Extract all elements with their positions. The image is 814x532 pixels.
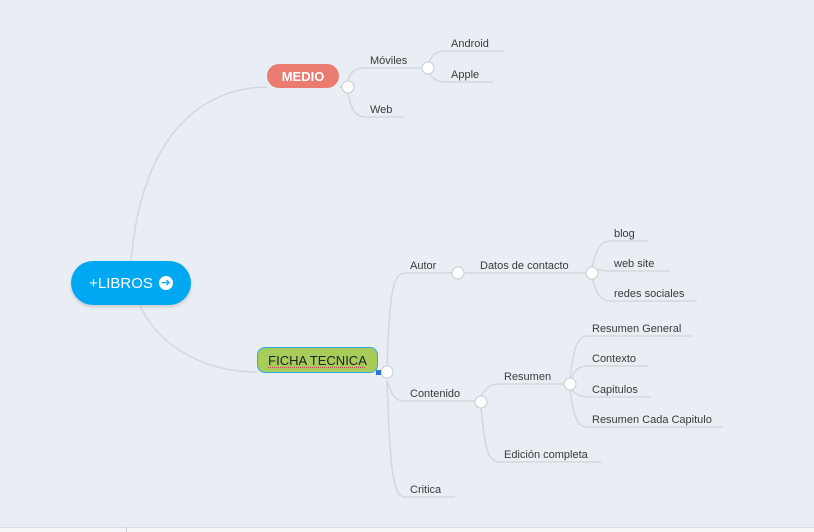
collapse-toggle-datos[interactable] xyxy=(585,266,599,280)
connector-resumen-contexto xyxy=(569,365,648,381)
root-node[interactable]: +LIBROS ➔ xyxy=(71,261,191,305)
subtopic-contexto[interactable]: Contexto xyxy=(592,353,637,365)
subtopic-critica[interactable]: Critica xyxy=(410,484,442,496)
root-label: +LIBROS xyxy=(89,274,153,292)
collapse-toggle-ficha[interactable] xyxy=(380,365,394,379)
collapse-toggle-resumen[interactable] xyxy=(563,377,577,391)
subtopic-web-site[interactable]: web site xyxy=(614,258,655,270)
collapse-toggle-moviles[interactable] xyxy=(421,61,435,75)
connector-moviles-android xyxy=(427,50,504,65)
subtopic-edicion-completa[interactable]: Edición completa xyxy=(504,449,588,461)
connector-root-ficha xyxy=(139,304,258,373)
topic-ficha-label: FICHA TECNICA xyxy=(268,352,367,368)
connector-resumen-general xyxy=(569,335,692,379)
subtopic-blog[interactable]: blog xyxy=(614,228,635,240)
connector-resumen-cada xyxy=(569,389,723,428)
subtopic-resumen-general[interactable]: Resumen General xyxy=(592,323,682,335)
subtopic-autor[interactable]: Autor xyxy=(410,260,437,272)
subtopic-contenido[interactable]: Contenido xyxy=(410,388,461,400)
subtopic-android[interactable]: Android xyxy=(451,38,489,50)
status-bar xyxy=(0,527,814,532)
topic-ficha-tecnica[interactable]: FICHA TECNICA xyxy=(257,347,378,373)
status-bar-divider xyxy=(126,527,127,532)
connector-root-medio xyxy=(130,86,268,263)
connector-medio-moviles xyxy=(347,67,412,81)
subtopic-resumen[interactable]: Resumen xyxy=(504,371,552,383)
subtopic-redes-sociales[interactable]: redes sociales xyxy=(614,288,685,300)
subtopic-capitulos[interactable]: Capitulos xyxy=(592,384,638,396)
connector-contenido-edicion xyxy=(480,407,602,463)
connector-ficha-contenido xyxy=(386,379,481,402)
topic-medio-label: MEDIO xyxy=(281,68,325,84)
subtopic-apple[interactable]: Apple xyxy=(451,69,480,81)
arrow-right-circle-icon[interactable]: ➔ xyxy=(158,276,173,290)
collapse-toggle-contenido[interactable] xyxy=(474,395,488,409)
connector-ficha-autor xyxy=(386,272,458,366)
selection-handle[interactable] xyxy=(376,370,381,375)
subtopic-resumen-cada-capitulo[interactable]: Resumen Cada Capitulo xyxy=(592,414,712,426)
connector-contenido-resumen xyxy=(480,383,570,397)
connector-medio-web xyxy=(347,93,404,118)
connector-ficha-critica xyxy=(386,379,455,498)
subtopic-web[interactable]: Web xyxy=(370,104,393,116)
subtopic-moviles[interactable]: Móviles xyxy=(370,55,408,67)
connector-datos-redes xyxy=(591,277,697,302)
subtopic-datos-contacto[interactable]: Datos de contacto xyxy=(480,260,569,272)
connector-datos-blog xyxy=(591,240,648,269)
collapse-toggle-autor[interactable] xyxy=(451,266,465,280)
collapse-toggle-medio[interactable] xyxy=(341,80,355,94)
topic-medio[interactable]: MEDIO xyxy=(267,64,339,88)
